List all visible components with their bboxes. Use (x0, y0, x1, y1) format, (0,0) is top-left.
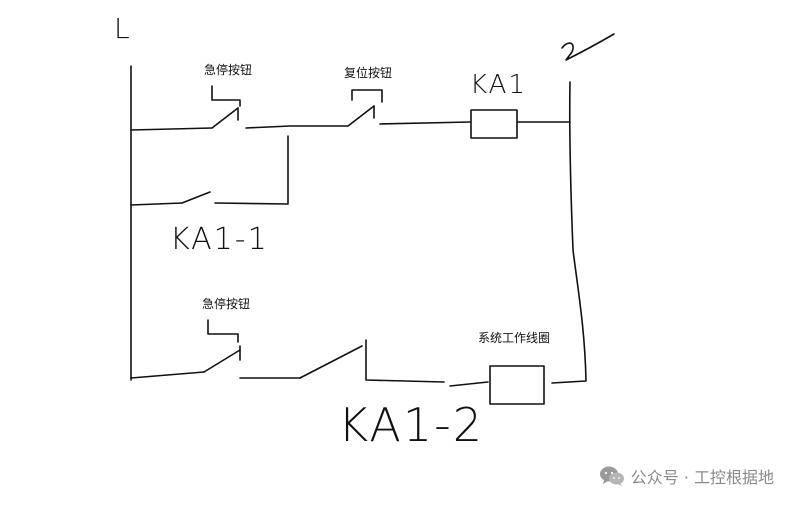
ka1-1-label: KA1-1 (170, 222, 269, 257)
estop2-contact (203, 349, 241, 373)
watermark-text: 公众号 · 工控根据地 (630, 468, 774, 487)
seal-branch-wire-left (130, 202, 183, 206)
rung2-wire-right (449, 381, 489, 387)
line-n-label: N (580, 28, 598, 53)
system-coil-label: 系统工作线圈 (478, 331, 551, 345)
watermark: 公众号 · 工控根据地 (599, 464, 774, 488)
ka1-2-label: KA1-2 (338, 398, 484, 452)
n-mark (561, 33, 615, 61)
ka1-coil-label: KA1 (470, 70, 527, 100)
wechat-icon (599, 466, 624, 486)
rung1-wire-right (379, 121, 471, 125)
system-coil (489, 365, 545, 405)
reset-button-label: 复位按钮 (344, 66, 393, 80)
ka1-2-stub (365, 339, 445, 383)
estop2-actuator (207, 319, 239, 343)
ka1-2-contact (299, 345, 363, 379)
line-l-label: L (114, 12, 132, 45)
estop1-contact (211, 107, 239, 129)
estop1-actuator (211, 85, 241, 107)
rung1-wire-mid (245, 125, 349, 129)
ka1-1-contact (181, 191, 211, 204)
seal-branch-wire-right (214, 135, 289, 205)
rail-n (551, 81, 587, 384)
reset-contact (347, 105, 375, 127)
rung1-wire-left (130, 127, 213, 131)
rung2-wire-left (130, 371, 205, 379)
reset-actuator (351, 89, 383, 103)
estop1-label: 急停按钮 (204, 63, 253, 77)
ka1-coil (470, 109, 518, 139)
estop2-label: 急停按钮 (202, 297, 251, 311)
